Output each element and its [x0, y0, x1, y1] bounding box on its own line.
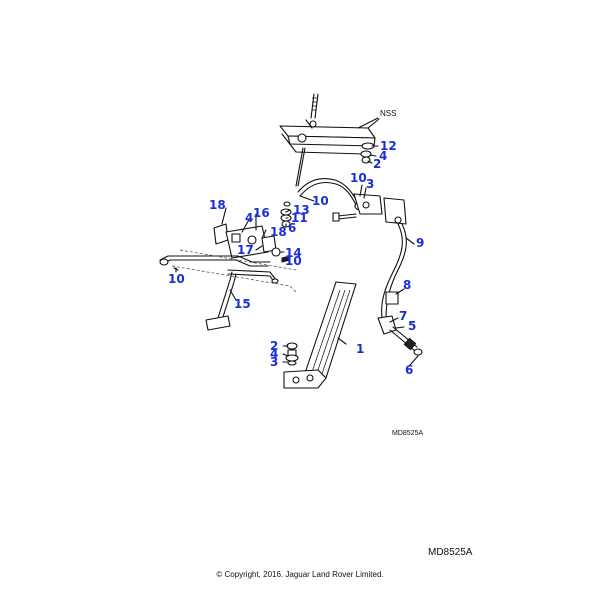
callout-18: 18 [270, 225, 287, 239]
callout-10: 10 [168, 272, 185, 286]
bolt [332, 212, 357, 222]
callout-17: 17 [237, 243, 254, 257]
pedal-stop [285, 342, 299, 366]
link-rod [297, 177, 383, 215]
callout-7: 7 [399, 309, 408, 323]
callout-5: 5 [408, 319, 417, 333]
callout-14: 14 [285, 246, 302, 260]
callout-1: 1 [356, 342, 365, 356]
callout-16: 16 [253, 206, 270, 220]
diagram-ref-small: MD8525A [392, 430, 424, 437]
diagram-ref: MD8525A [428, 547, 473, 558]
callout-3: 3 [270, 355, 279, 369]
link-arm [381, 197, 407, 319]
callout-4: 4 [270, 347, 279, 361]
callout-10: 10 [312, 194, 329, 208]
callout-9: 9 [416, 236, 425, 250]
callout-10: 10 [350, 171, 367, 185]
callout-4: 4 [245, 211, 254, 225]
clip [385, 291, 399, 305]
pedal-bracket [213, 223, 291, 263]
pedal-shaft [159, 249, 297, 331]
callout-12: 12 [380, 139, 397, 153]
callout-10: 10 [285, 254, 302, 268]
callout-2: 2 [373, 157, 382, 171]
callout-18: 18 [209, 198, 226, 212]
throttle-pedal [283, 281, 357, 389]
throttle-cable [295, 93, 319, 187]
callout-11: 11 [291, 211, 308, 225]
callout-3: 3 [366, 177, 375, 191]
callout-13: 13 [293, 203, 310, 217]
callout-8: 8 [403, 278, 412, 292]
callout-2: 2 [270, 339, 279, 353]
callout-6: 6 [405, 363, 414, 377]
callout-6: 6 [288, 221, 297, 235]
nss-label: NSS [380, 109, 397, 118]
ball-joint [377, 315, 423, 356]
leader-lines [175, 118, 419, 366]
callout-4: 4 [379, 149, 388, 163]
callout-15: 15 [234, 297, 251, 311]
pivot-bracket [279, 117, 379, 155]
copyright-notice: © Copyright, 2016. Jaguar Land Rover Lim… [216, 570, 384, 579]
